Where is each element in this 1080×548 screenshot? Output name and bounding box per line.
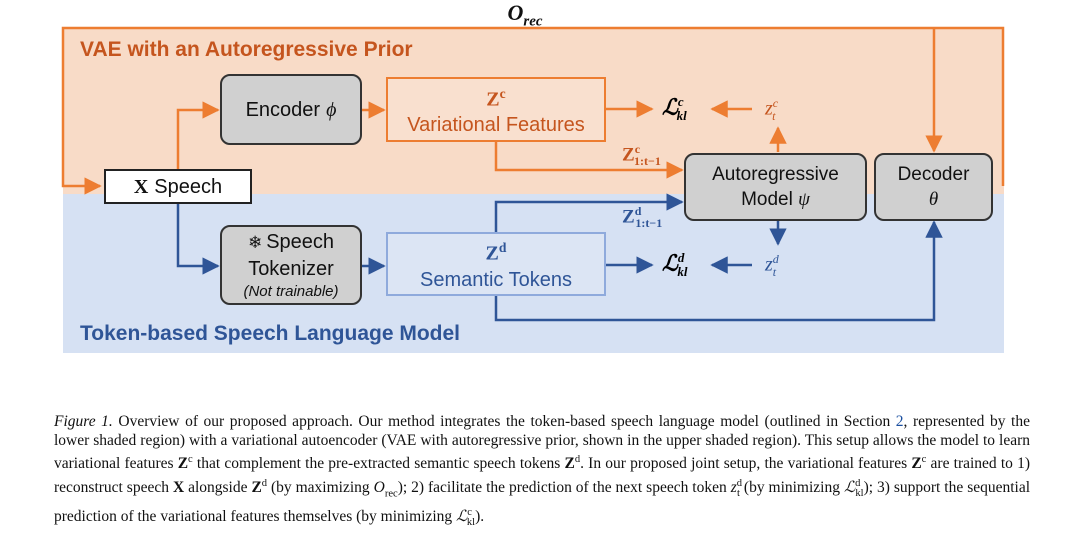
loss-c-label: ℒckl (662, 94, 687, 123)
speech-input-label: Speech (154, 175, 223, 198)
speech-tokenizer-note: (Not trainable) (243, 282, 339, 300)
caption-figure-label: Figure 1. (54, 413, 113, 430)
zc-prefix-label: Zc1:t−1 (622, 142, 661, 169)
speech-lm-region-title: Token-based Speech Language Model (80, 322, 461, 345)
reconstruction-loop-line (61, 26, 1005, 195)
speech-tokenizer-line1: ❄Speech (247, 230, 335, 253)
variational-to-ar-arrow (494, 142, 684, 179)
encoder-box: Encoder ϕ (220, 74, 362, 145)
autoregressive-model-line2: Model ψ (741, 189, 810, 210)
zd-prefix-label: Zd1:t−1 (622, 204, 663, 231)
zd-t-label: zdt (765, 252, 779, 279)
semantic-tokens-label: Semantic Tokens (420, 268, 572, 291)
variational-features-box: Zc Variational Features (386, 77, 606, 142)
speech-to-encoder-arrow (176, 101, 220, 171)
vae-region-title: VAE with an Autoregressive Prior (80, 38, 413, 61)
speech-tokenizer-line2: Tokenizer (248, 257, 334, 280)
speech-input-box: X Speech (104, 169, 252, 204)
snowflake-icon: ❄ (247, 232, 263, 252)
decoder-box: Decoder θ (874, 153, 993, 221)
decoder-label: Decoder (897, 164, 970, 185)
section-link[interactable]: 2 (895, 413, 904, 430)
reconstruction-objective-label: Orec (507, 0, 543, 30)
semantic-tokens-box: Zd Semantic Tokens (386, 232, 606, 296)
autoregressive-model-line1: Autoregressive (712, 164, 839, 185)
speech-input-symbol: X (133, 175, 149, 198)
encoder-label: Encoder (245, 98, 321, 121)
loss-d-label: ℒdkl (662, 250, 688, 279)
speech-to-tokenizer-arrow (176, 203, 220, 275)
figure-caption: Figure 1. Overview of our proposed appro… (54, 413, 1031, 529)
semantic-tokens-symbol: Zd (485, 240, 507, 265)
variational-features-symbol: Zc (486, 85, 506, 111)
speech-tokenizer-box: ❄Speech Tokenizer (Not trainable) (220, 225, 362, 305)
semantic-to-ar-arrow (494, 193, 684, 232)
encoder-symbol: ϕ (326, 98, 337, 121)
semantic-to-decoder-arrow (494, 220, 943, 322)
autoregressive-model-box: Autoregressive Model ψ (684, 153, 867, 221)
variational-features-label: Variational Features (407, 114, 585, 137)
zc-t-label: zct (765, 96, 779, 123)
decoder-symbol: θ (928, 189, 939, 210)
